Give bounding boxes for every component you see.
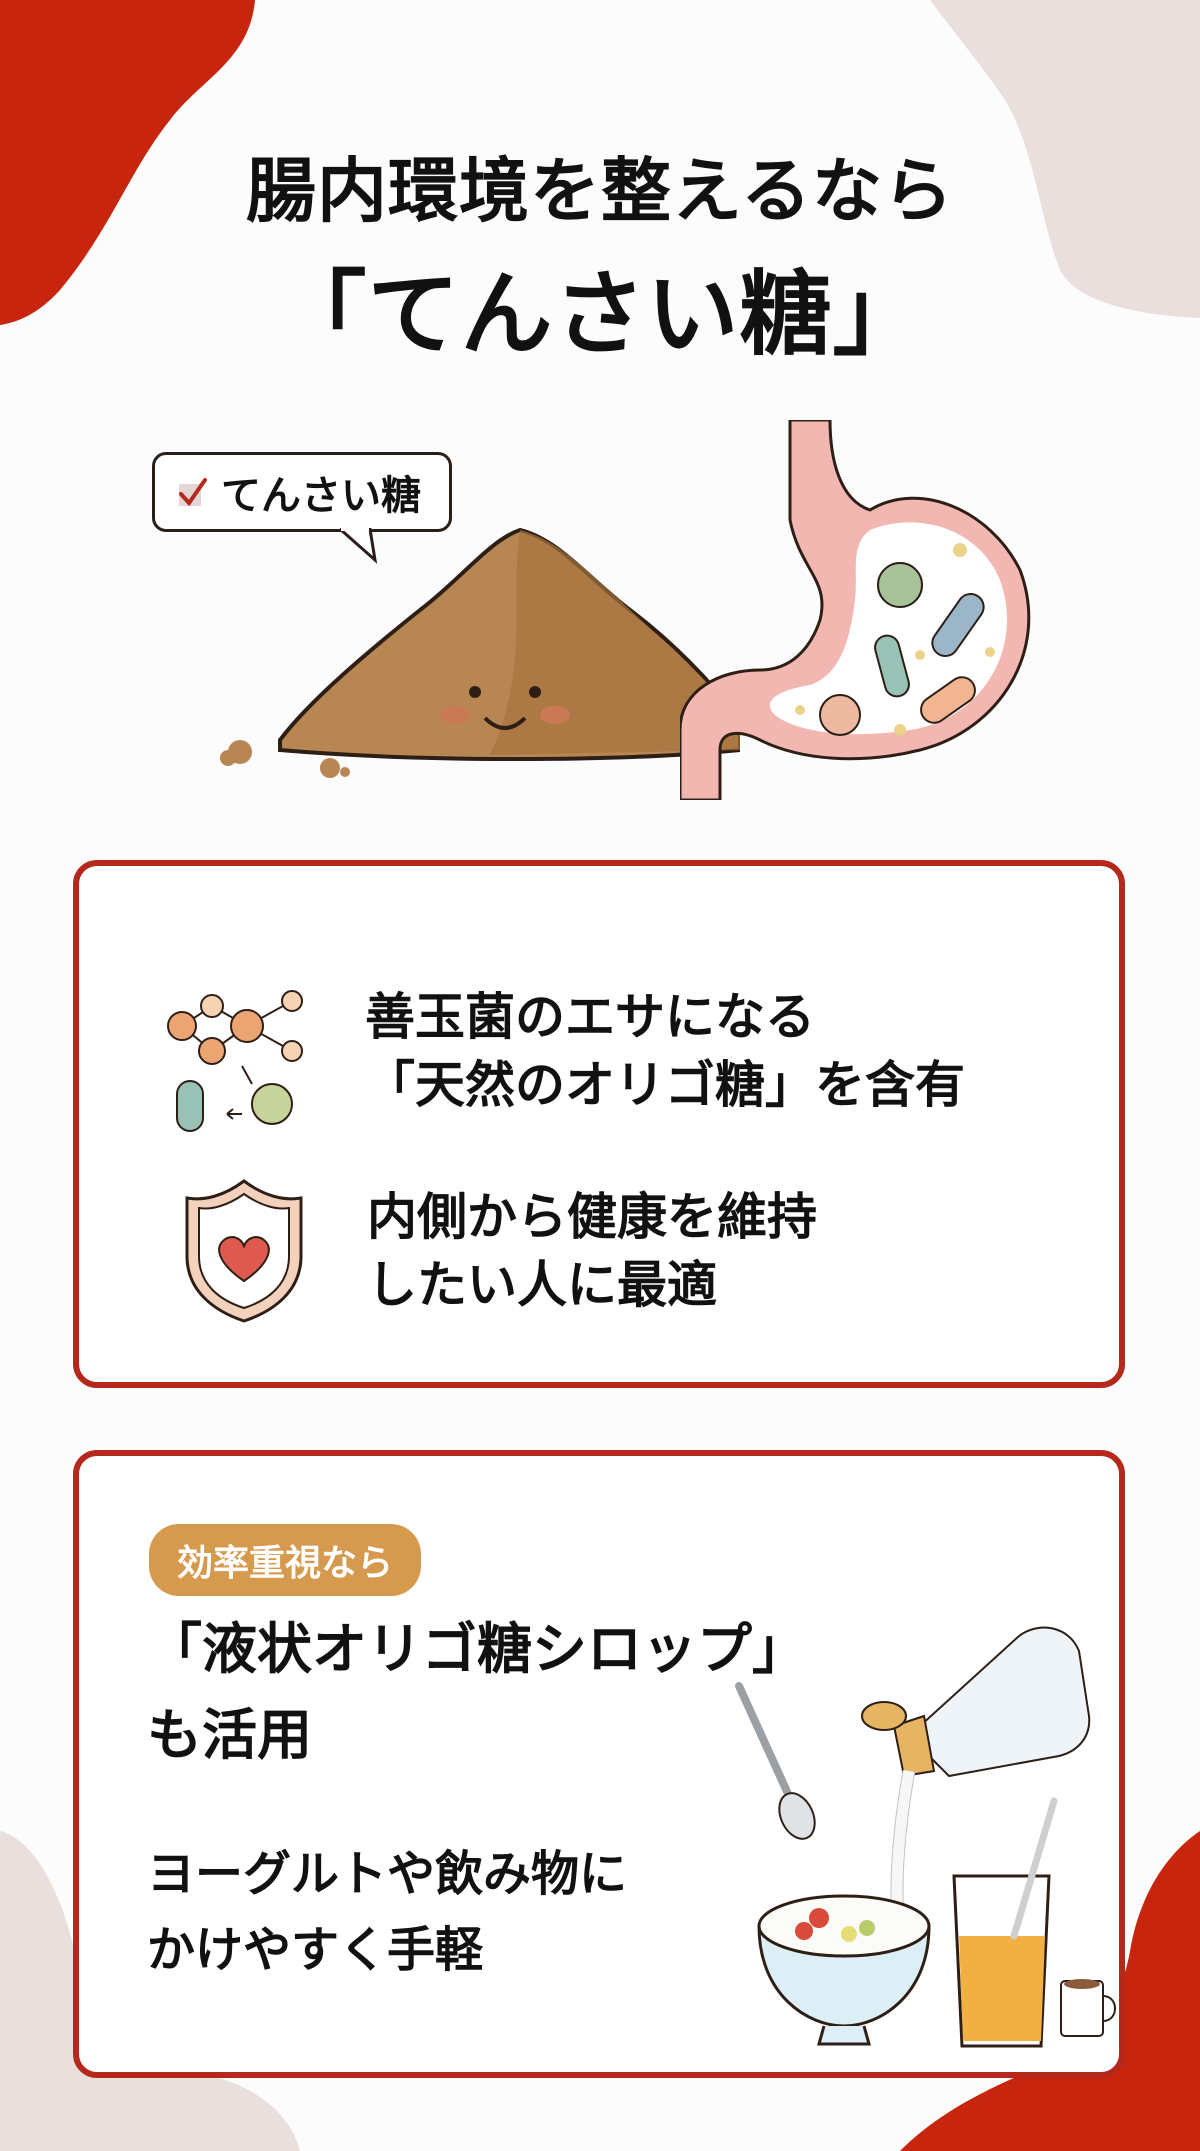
benefit-line1: 内側から健康を維持 xyxy=(367,1188,817,1246)
speech-bubble-label: てんさい糖 xyxy=(221,473,421,519)
benefit-item-oligosaccharide: 善玉菌のエサになる 「天然のオリゴ糖」を含有 xyxy=(79,966,965,1136)
syrup-headline-line2: も活用 xyxy=(147,1703,313,1767)
syrup-description-line1: ヨーグルトや飲み物に xyxy=(147,1846,628,1902)
sugar-pile-illustration xyxy=(220,527,740,778)
benefit-item-health: 内側から健康を維持 したい人に最適 xyxy=(79,1176,817,1326)
syrup-headline: 「液状オリゴ糖シロップ」 も活用 xyxy=(147,1606,807,1778)
efficiency-badge: 効率重視なら xyxy=(149,1524,422,1596)
stomach-illustration xyxy=(680,420,1031,800)
corner-blob-top-right xyxy=(930,0,1200,318)
page-title-line2: 「てんさい糖」 xyxy=(274,261,926,368)
syrup-description: ヨーグルトや飲み物に かけやすく手軽 xyxy=(147,1836,627,1988)
corner-blob-bottom-left xyxy=(0,1831,300,2151)
benefits-card: 善玉菌のエサになる 「天然のオリゴ糖」を含有 内側から健康を維持 したい人に最適 xyxy=(73,860,1125,1388)
speech-bubble: てんさい糖 xyxy=(152,452,452,532)
corner-blob-bottom-right xyxy=(900,1831,1200,2151)
syrup-headline-line1: 「液状オリゴ糖シロップ」 xyxy=(147,1617,808,1681)
oligosaccharide-bacteria-icon xyxy=(167,990,303,1132)
syrup-description-line2: かけやすく手軽 xyxy=(147,1922,484,1978)
speech-bubble-tail xyxy=(340,528,378,564)
benefit-line2: 「天然のオリゴ糖」を含有 xyxy=(365,1056,965,1114)
corner-blob-top-left xyxy=(0,0,255,325)
benefit-line1: 善玉菌のエサになる xyxy=(365,988,815,1046)
page-title-line1: 腸内環境を整えるなら xyxy=(246,150,954,232)
syrup-card: 効率重視なら 「液状オリゴ糖シロップ」 も活用 ヨーグルトや飲み物に かけやすく… xyxy=(73,1450,1125,2078)
checkbox-checked-icon xyxy=(179,478,207,507)
shield-heart-icon xyxy=(185,1179,303,1323)
benefit-line2: したい人に最適 xyxy=(367,1256,717,1314)
syrup-pouring-illustration xyxy=(735,1626,1116,2048)
